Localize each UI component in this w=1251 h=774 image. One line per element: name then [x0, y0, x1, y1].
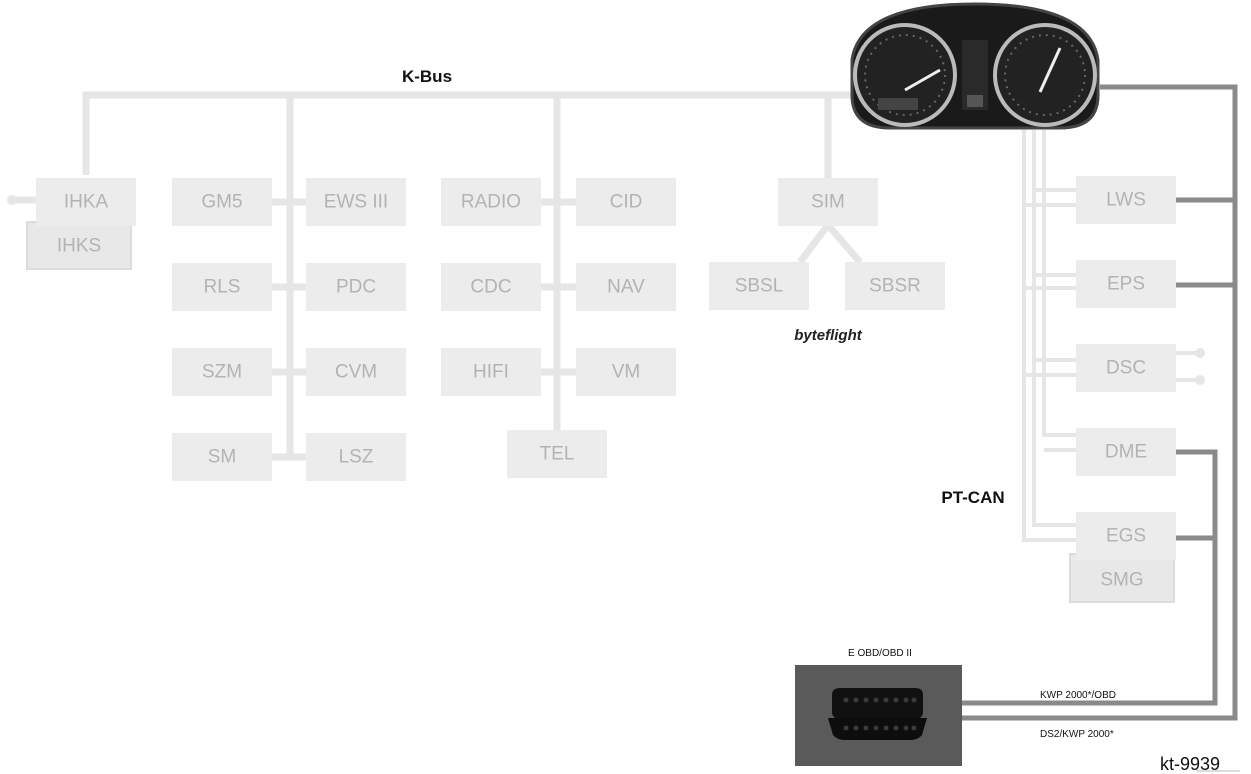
tel-box: [507, 430, 607, 478]
cdc-box: [441, 263, 541, 311]
byteflight-label: byteflight: [794, 327, 862, 344]
sbsl-label: SBSL: [735, 276, 784, 297]
ews-label: EWS III: [324, 192, 388, 213]
hifi-label: HIFI: [473, 362, 509, 383]
vm-label: VM: [612, 362, 641, 383]
sbsl-box: [709, 262, 809, 310]
ptcan-light-lines: [1022, 130, 1200, 542]
lsz-box: [306, 433, 406, 481]
lws-box: [1076, 176, 1176, 224]
dme-box: [1076, 428, 1176, 476]
pdc-label: PDC: [336, 277, 376, 298]
egs-label: EGS: [1106, 526, 1146, 547]
ptcan-dark-lines: [962, 84, 1238, 721]
ihka-box: [36, 178, 136, 226]
cdc-label: CDC: [470, 277, 511, 298]
rls-label: RLS: [204, 277, 241, 298]
sbsr-label: SBSR: [869, 276, 921, 297]
szm-label: SZM: [202, 362, 242, 383]
eps-box: [1076, 260, 1176, 308]
sm-label: SM: [208, 447, 237, 468]
sbsr-box: [845, 262, 945, 310]
ds2-kwp-label: DS2/KWP 2000*: [1040, 729, 1114, 740]
sm-box: [172, 433, 272, 481]
module-boxes: [26, 176, 1176, 603]
figure-id-label: kt-9939: [1160, 754, 1220, 774]
cvm-box: [306, 348, 406, 396]
egs-box: [1076, 512, 1176, 560]
smg-label: SMG: [1100, 570, 1143, 591]
nav-label: NAV: [607, 277, 645, 298]
sim-label: SIM: [811, 192, 845, 213]
ihka-label: IHKA: [64, 192, 109, 213]
lws-label: LWS: [1106, 190, 1146, 211]
hifi-box: [441, 348, 541, 396]
dme-label: DME: [1105, 442, 1147, 463]
nav-box: [576, 263, 676, 311]
cid-label: CID: [610, 192, 643, 213]
dsc-connector-dot-1: [1195, 348, 1205, 358]
eps-label: EPS: [1107, 274, 1145, 295]
kbus-lines: [12, 91, 863, 461]
smg-box: [1069, 553, 1175, 603]
rls-box: [172, 263, 272, 311]
dsc-label: DSC: [1106, 358, 1146, 379]
kbus-label: K-Bus: [402, 67, 452, 86]
cid-box: [576, 178, 676, 226]
gm5-label: GM5: [201, 192, 242, 213]
dsc-box: [1076, 344, 1176, 392]
instrument-cluster-icon: [850, 2, 1100, 130]
kwp-obd-label: KWP 2000*/OBD: [1040, 690, 1116, 701]
ihks-label: IHKS: [57, 236, 101, 257]
tel-label: TEL: [540, 444, 575, 465]
ptcan-label: PT-CAN: [941, 488, 1004, 507]
dsc-connector-dot-2: [1195, 375, 1205, 385]
vm-box: [576, 348, 676, 396]
ews-box: [306, 178, 406, 226]
gm5-box: [172, 178, 272, 226]
obd-connector-icon: [795, 665, 962, 766]
cvm-label: CVM: [335, 362, 377, 383]
radio-label: RADIO: [461, 192, 521, 213]
sim-box: [778, 178, 878, 226]
pdc-box: [306, 263, 406, 311]
lsz-label: LSZ: [339, 447, 374, 468]
szm-box: [172, 348, 272, 396]
radio-box: [441, 178, 541, 226]
ihka-connector-dot: [7, 195, 17, 205]
obd-label: E OBD/OBD II: [848, 648, 912, 659]
